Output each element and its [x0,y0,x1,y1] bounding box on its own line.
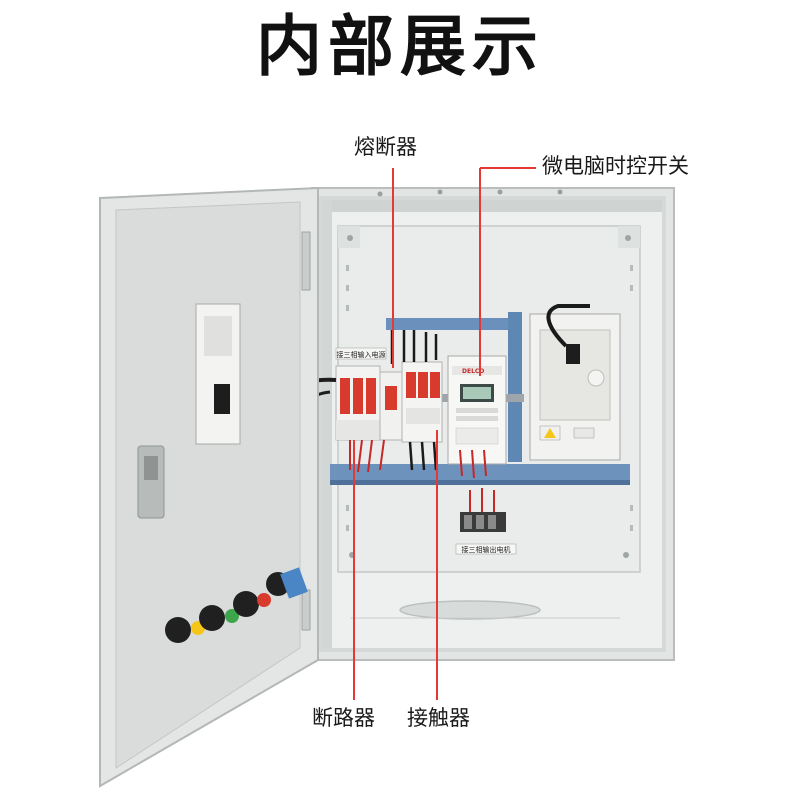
contactor-label: 接触器 [407,706,470,730]
input-label: 接三相输入电源 [337,350,386,359]
timer-switch-device: DELCO [447,355,507,465]
fuse-label: 熔断器 [354,135,417,159]
timer-switch-label: 微电脑时控开关 [542,154,689,178]
contactor-device [529,304,621,461]
circuit-breaker-label: 断路器 [312,706,375,730]
terminal-block: 接三相输出电机 [455,488,517,555]
fuse-group [401,361,443,443]
pointer-lines [353,167,536,700]
open-door [99,186,319,788]
timer-brand: DELCO [462,368,484,375]
page-title: 内部展示 [256,8,544,85]
circuit-breaker-group [335,365,403,441]
output-label: 接三相输出电机 [462,545,511,554]
indicator-lights [165,567,308,643]
